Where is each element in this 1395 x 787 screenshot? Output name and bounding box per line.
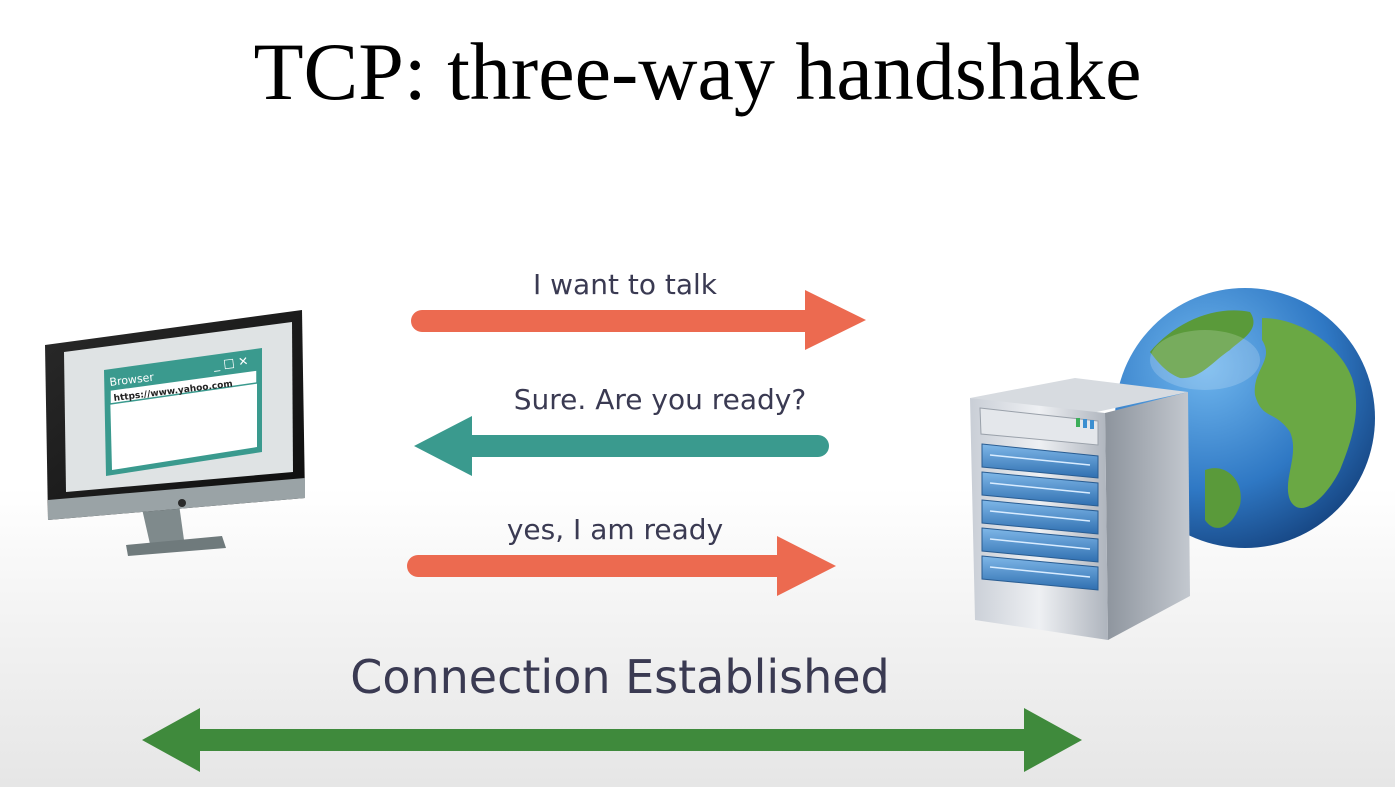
- ack-arrow: [407, 536, 836, 596]
- browser-window-title: Browser: [109, 371, 155, 389]
- syn-ack-arrow: [414, 416, 829, 476]
- message-label-1: I want to talk: [533, 268, 717, 301]
- client-computer-icon: Browser _ □ ✕ https://www.yahoo.com: [45, 310, 305, 556]
- message-label-2: Sure. Are you ready?: [513, 383, 807, 416]
- slide-title: TCP: three-way handshake: [253, 26, 1142, 117]
- connection-label: Connection Established: [350, 650, 890, 704]
- connection-arrow: [142, 708, 1082, 772]
- window-controls-icon: _ □ ✕: [212, 354, 249, 372]
- syn-arrow: [411, 290, 866, 350]
- server-icon: [970, 378, 1190, 640]
- message-label-3: yes, I am ready: [506, 513, 724, 546]
